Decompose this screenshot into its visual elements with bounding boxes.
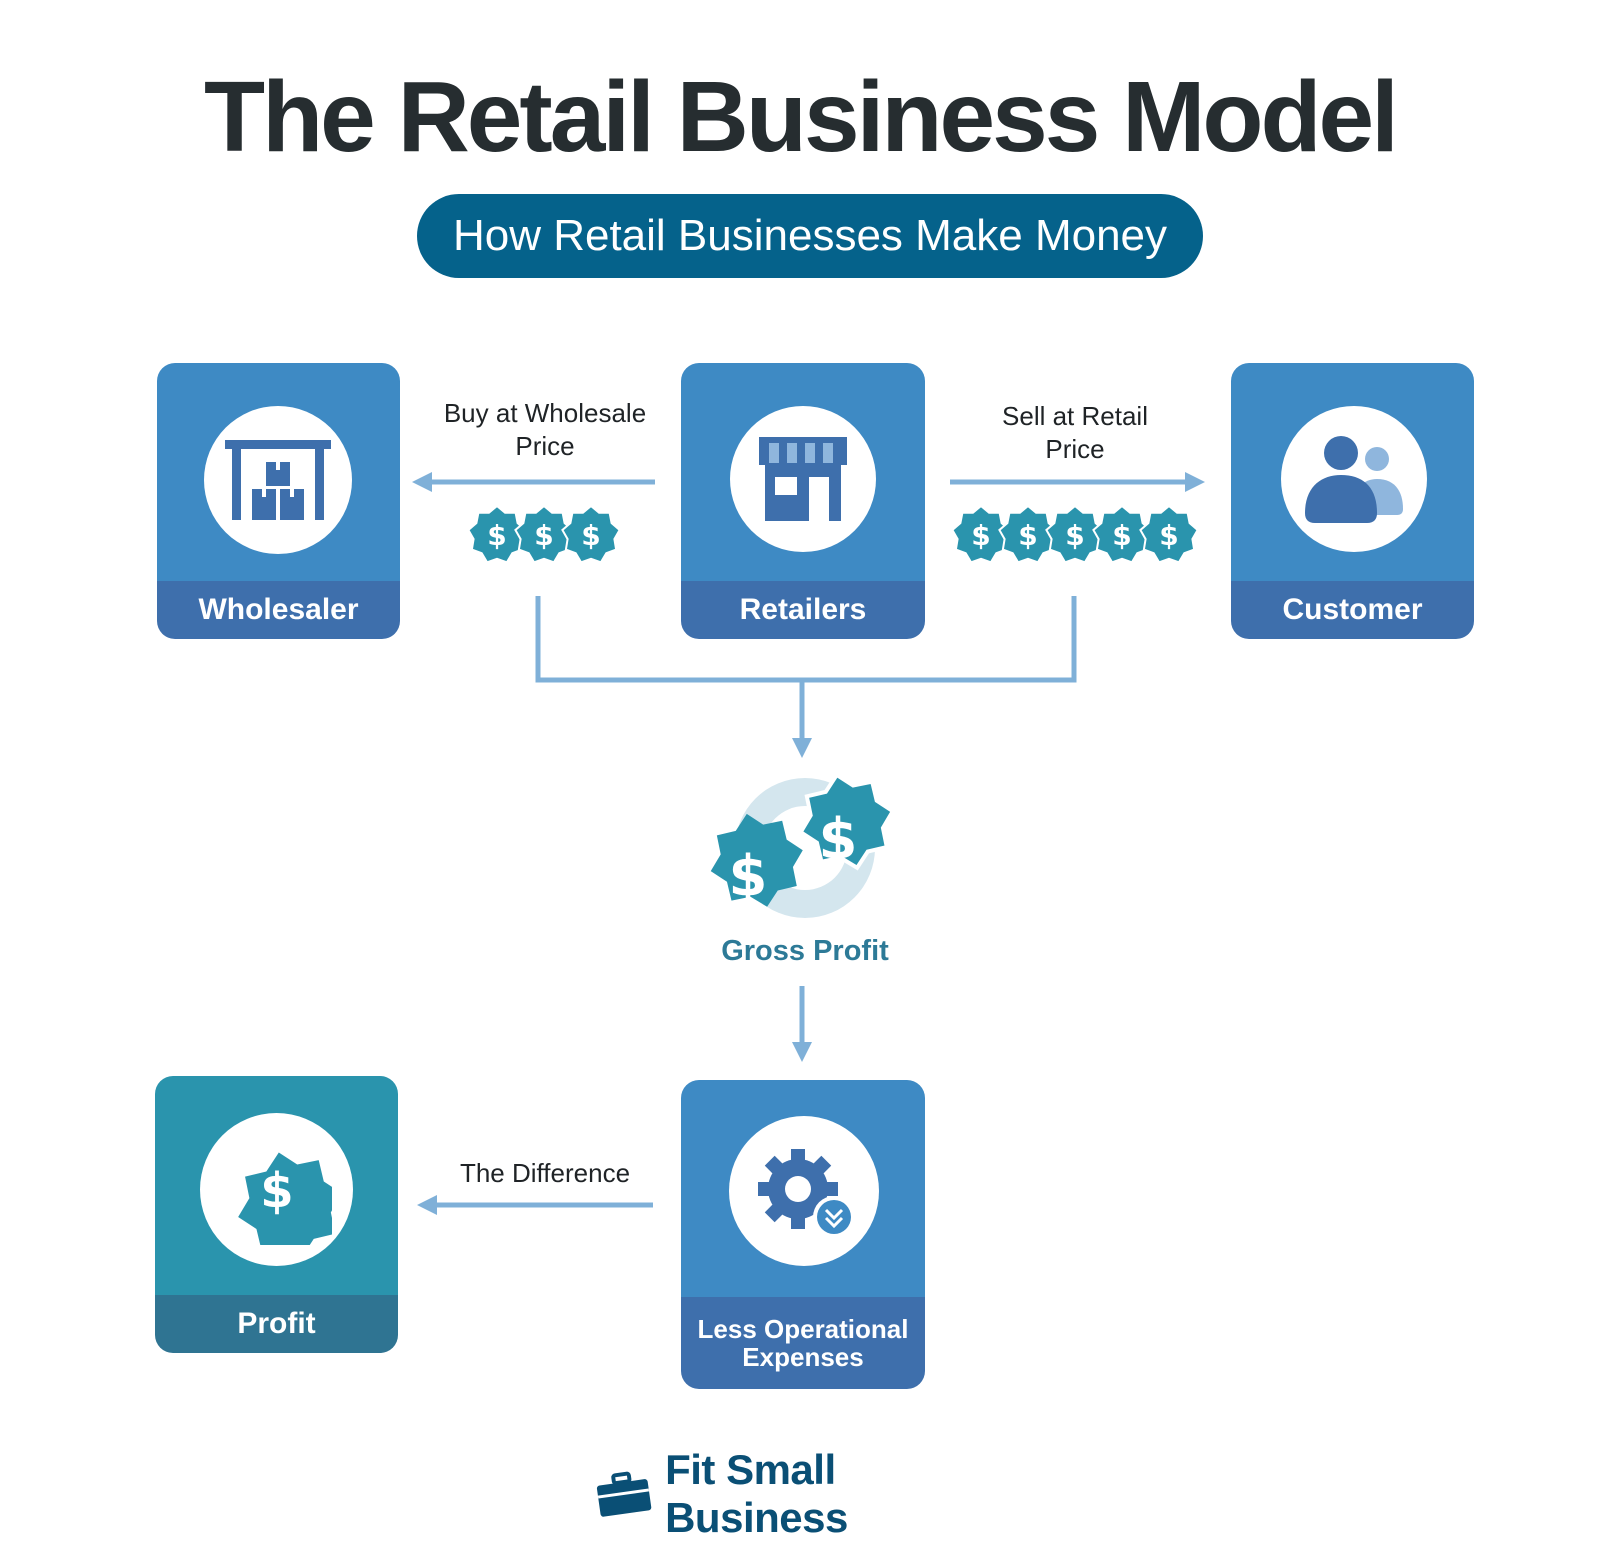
customer-label: Customer [1231, 581, 1474, 639]
brand-logo: Fit Small Business [594, 1446, 1024, 1541]
customer-card: Customer [1231, 363, 1474, 639]
buy-coin [561, 504, 621, 564]
buy-coin-symbol: $ [581, 519, 600, 552]
brand-name: Fit Small Business [665, 1446, 848, 1541]
expenses-label-line1: Less Operational [697, 1314, 909, 1344]
buy-coin-symbol: $ [487, 519, 506, 552]
profit-label: Profit [155, 1295, 398, 1353]
difference-edge-label: The Difference [459, 1158, 631, 1188]
buy-coin [514, 504, 574, 564]
sell-coin [951, 504, 1011, 564]
sell-coin [1139, 504, 1199, 564]
subtitle-pill: How Retail Businesses Make Money [417, 194, 1203, 278]
users-icon [1281, 406, 1427, 552]
expenses-label: Less Operational Expenses [681, 1297, 925, 1389]
buy-edge-line1: Buy at Wholesale [443, 398, 647, 428]
gross-coin-left-symbol: $ [729, 844, 768, 909]
sell-coin-symbol: $ [1018, 519, 1037, 552]
sell-edge-line1: Sell at Retail [1002, 401, 1148, 431]
warehouse-icon [204, 406, 352, 554]
sell-coin-row: $ $ $ $ $ [951, 504, 1199, 564]
gross-profit-label: Gross Profit [721, 935, 889, 967]
wholesaler-label: Wholesaler [157, 581, 400, 639]
gear-down-icon [729, 1116, 879, 1266]
sell-coin-symbol: $ [1065, 519, 1084, 552]
profit-card: $ Profit [155, 1076, 398, 1353]
retailers-card: Retailers [681, 363, 925, 639]
sell-coin-symbol: $ [1159, 519, 1178, 552]
storefront-icon [730, 406, 876, 552]
buy-coins: $ $ $ [467, 504, 627, 566]
page-title: The Retail Business Model [204, 61, 1399, 173]
profit-coin-symbol: $ [260, 1163, 293, 1219]
gross-coin-right-symbol: $ [819, 807, 858, 872]
retailers-label: Retailers [681, 581, 925, 639]
wholesaler-card: Wholesaler [157, 363, 400, 639]
briefcase-icon [596, 1471, 652, 1517]
sell-coin [1045, 504, 1105, 564]
dollar-badge-icon: $ [200, 1113, 353, 1266]
sell-coins: $ $ $ $ $ [951, 504, 1207, 566]
sell-coin-symbol: $ [1112, 519, 1131, 552]
buy-coin [467, 504, 527, 564]
expenses-card: Less Operational Expenses [681, 1080, 925, 1389]
sell-edge-line2: Price [1045, 434, 1105, 464]
sell-coin [998, 504, 1058, 564]
sell-edge-label: Sell at Retail Price [955, 400, 1195, 466]
dollar-coins-icon: $ $ [690, 770, 915, 930]
buy-edge-line2: Price [515, 431, 575, 461]
bracket-connector [535, 596, 1077, 683]
buy-edge-label: Buy at Wholesale Price [425, 397, 665, 463]
sell-coin [1092, 504, 1152, 564]
expenses-label-line2: Expenses [742, 1342, 864, 1372]
sell-coin-symbol: $ [971, 519, 990, 552]
subtitle-text: How Retail Businesses Make Money [452, 211, 1168, 260]
buy-coin-symbol: $ [534, 519, 553, 552]
buy-coin-row: $ $ $ [467, 504, 621, 564]
